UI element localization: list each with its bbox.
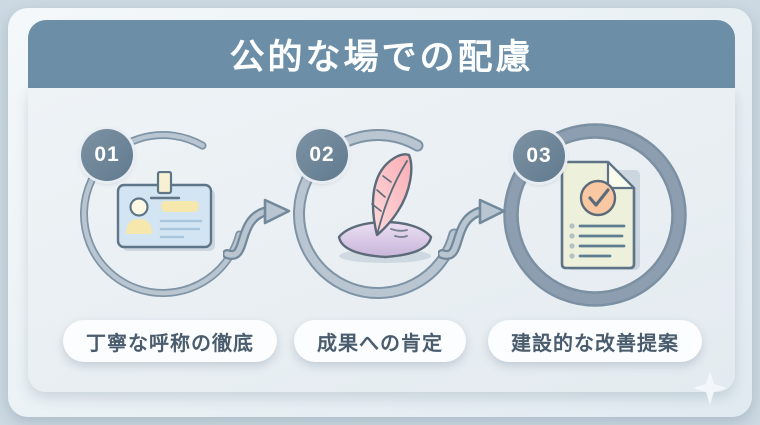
step-label-pill: 建設的な改善提案 bbox=[488, 320, 702, 362]
step-ring-icon bbox=[80, 131, 244, 298]
flow-arrow-icon bbox=[223, 198, 291, 260]
card-frame: 公的な場での配慮 bbox=[8, 8, 752, 417]
step-ring-icon bbox=[293, 129, 461, 300]
content-panel: 01 bbox=[28, 88, 735, 392]
flow-arrow-icon bbox=[438, 198, 506, 260]
checklist-document-icon bbox=[560, 160, 640, 270]
page-title: 公的な場での配慮 bbox=[229, 37, 534, 77]
step-ring-icon bbox=[503, 123, 687, 307]
step-label-pill: 成果への肯定 bbox=[294, 320, 466, 362]
step-number-badge: 01 bbox=[81, 129, 133, 181]
feather-pillow-icon bbox=[337, 153, 433, 263]
step-02: 02 bbox=[283, 119, 473, 309]
step-label: 丁寧な呼称の徹底 bbox=[86, 332, 254, 355]
step-01: 01 bbox=[68, 119, 258, 309]
step-03: 03 bbox=[500, 120, 690, 310]
id-card-icon bbox=[116, 171, 215, 251]
step-label: 建設的な改善提案 bbox=[511, 332, 679, 355]
sparkle-icon bbox=[693, 371, 727, 405]
step-number-badge: 02 bbox=[296, 129, 348, 181]
step-label-pill: 丁寧な呼称の徹底 bbox=[63, 320, 277, 362]
title-bar: 公的な場での配慮 bbox=[28, 20, 735, 88]
step-number-badge: 03 bbox=[513, 130, 565, 182]
step-label: 成果への肯定 bbox=[317, 332, 443, 355]
